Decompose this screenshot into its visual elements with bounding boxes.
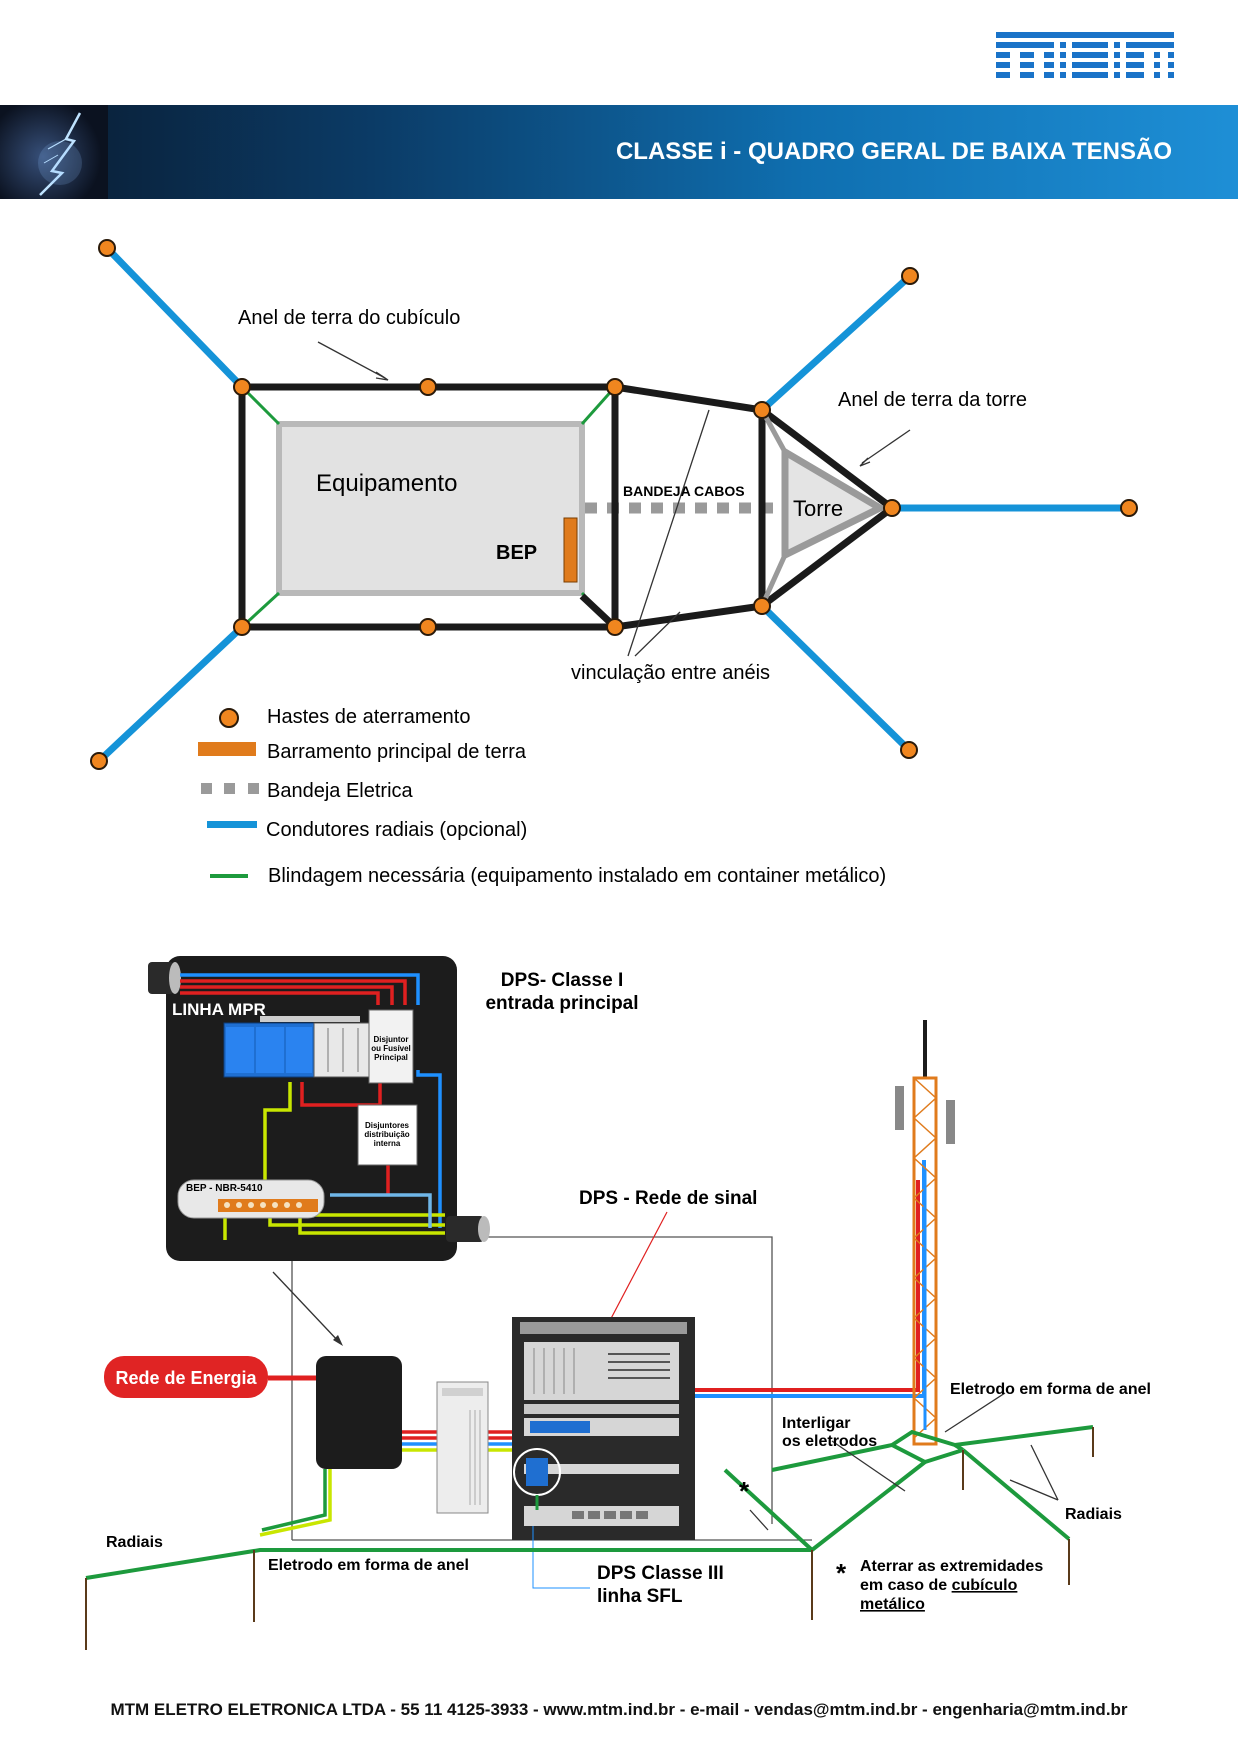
svg-text:Principal: Principal [374,1053,408,1062]
main-breaker [368,1009,414,1084]
svg-text:Radiais: Radiais [106,1534,163,1551]
svg-text:Rede de Energia: Rede de Energia [115,1368,257,1388]
svg-text:DPS - Rede de sinal: DPS - Rede de sinal [579,1188,757,1209]
radial-icon [207,821,257,828]
svg-text:*: * [739,1476,750,1506]
label-linha-mpr: LINHA MPR [172,1000,266,1019]
svg-text:em caso de cubículo: em caso de cubículo [860,1577,1018,1594]
svg-text:Eletrodo em forma de anel: Eletrodo em forma de anel [950,1381,1151,1398]
shield-icon [210,874,248,878]
svg-text:Eletrodo em forma de anel: Eletrodo em forma de anel [268,1557,469,1574]
label-bep: BEP [496,542,537,564]
header-banner: CLASSE i - QUADRO GERAL DE BAIXA TENSÃO [0,105,1238,199]
tower-ground-ring [758,407,895,609]
distribution-breakers [357,1104,418,1166]
tray-icon [201,783,259,794]
label-cable-tray: BANDEJA CABOS [623,483,745,499]
main-bar-icon [198,742,256,756]
dps-class1-modules [223,1016,373,1078]
label-bonding: vinculação entre anéis [571,662,770,684]
antenna-tower [895,1020,955,1446]
label-cubicle-ring: Anel de terra do cubículo [238,307,460,329]
svg-text:*: * [836,1558,847,1588]
legend: Hastes de aterramento Barramento princip… [198,706,886,887]
svg-text:distribuição: distribuição [364,1130,409,1139]
installation-diagram: Disjuntor ou Fusível Principal Disjuntor… [85,956,1151,1650]
footer-contact: MTM ELETRO ELETRONICA LTDA - 55 11 4125-… [110,1700,1128,1719]
bep-bar [563,517,578,583]
legend-label: Hastes de aterramento [267,706,470,728]
label-tower: Torre [793,496,843,521]
label-tower-ring: Anel de terra da torre [838,389,1027,411]
svg-text:entrada principal: entrada principal [485,993,638,1014]
svg-text:linha SFL: linha SFL [597,1586,683,1607]
ground-rod-icon [219,708,239,728]
page-title: CLASSE i - QUADRO GERAL DE BAIXA TENSÃO [615,138,1172,165]
pointer-arrows [317,341,911,657]
tower-triangle [781,445,888,561]
radial-conductors [95,244,1133,765]
legend-label: Condutores radiais (opcional) [266,819,527,841]
ground-rods [90,239,1138,770]
legend-label: Bandeja Eletrica [267,780,414,802]
grounding-ring-diagram: Anel de terra do cubículo Anel de terra … [90,239,1138,887]
meter-box [316,1356,402,1469]
lightning-image [0,105,108,199]
svg-text:Disjuntor: Disjuntor [373,1035,408,1044]
svg-text:interna: interna [374,1139,401,1148]
svg-text:metálico: metálico [860,1596,925,1613]
svg-text:DPS Classe III: DPS Classe III [597,1563,724,1584]
label-equipment: Equipamento [316,470,457,497]
svg-text:BEP - NBR-5410: BEP - NBR-5410 [186,1183,263,1194]
power-grid-badge [104,1356,268,1398]
ground-electrode-network [85,1425,1094,1580]
svg-text:Aterrar as extremidades: Aterrar as extremidades [860,1558,1043,1575]
legend-label: Blindagem necessária (equipamento instal… [268,865,886,887]
svg-text:Disjuntores: Disjuntores [365,1121,410,1130]
equipment-box [276,421,585,596]
svg-text:ou Fusível: ou Fusível [371,1044,411,1053]
svg-text:Interligar: Interligar [782,1415,850,1432]
svg-text:DPS- Classe I: DPS- Classe I [501,970,624,991]
mtm-logo [996,32,1174,80]
svg-text:Radiais: Radiais [1065,1506,1122,1523]
legend-label: Barramento principal de terra [267,741,527,763]
svg-text:os eletrodos: os eletrodos [782,1433,877,1450]
